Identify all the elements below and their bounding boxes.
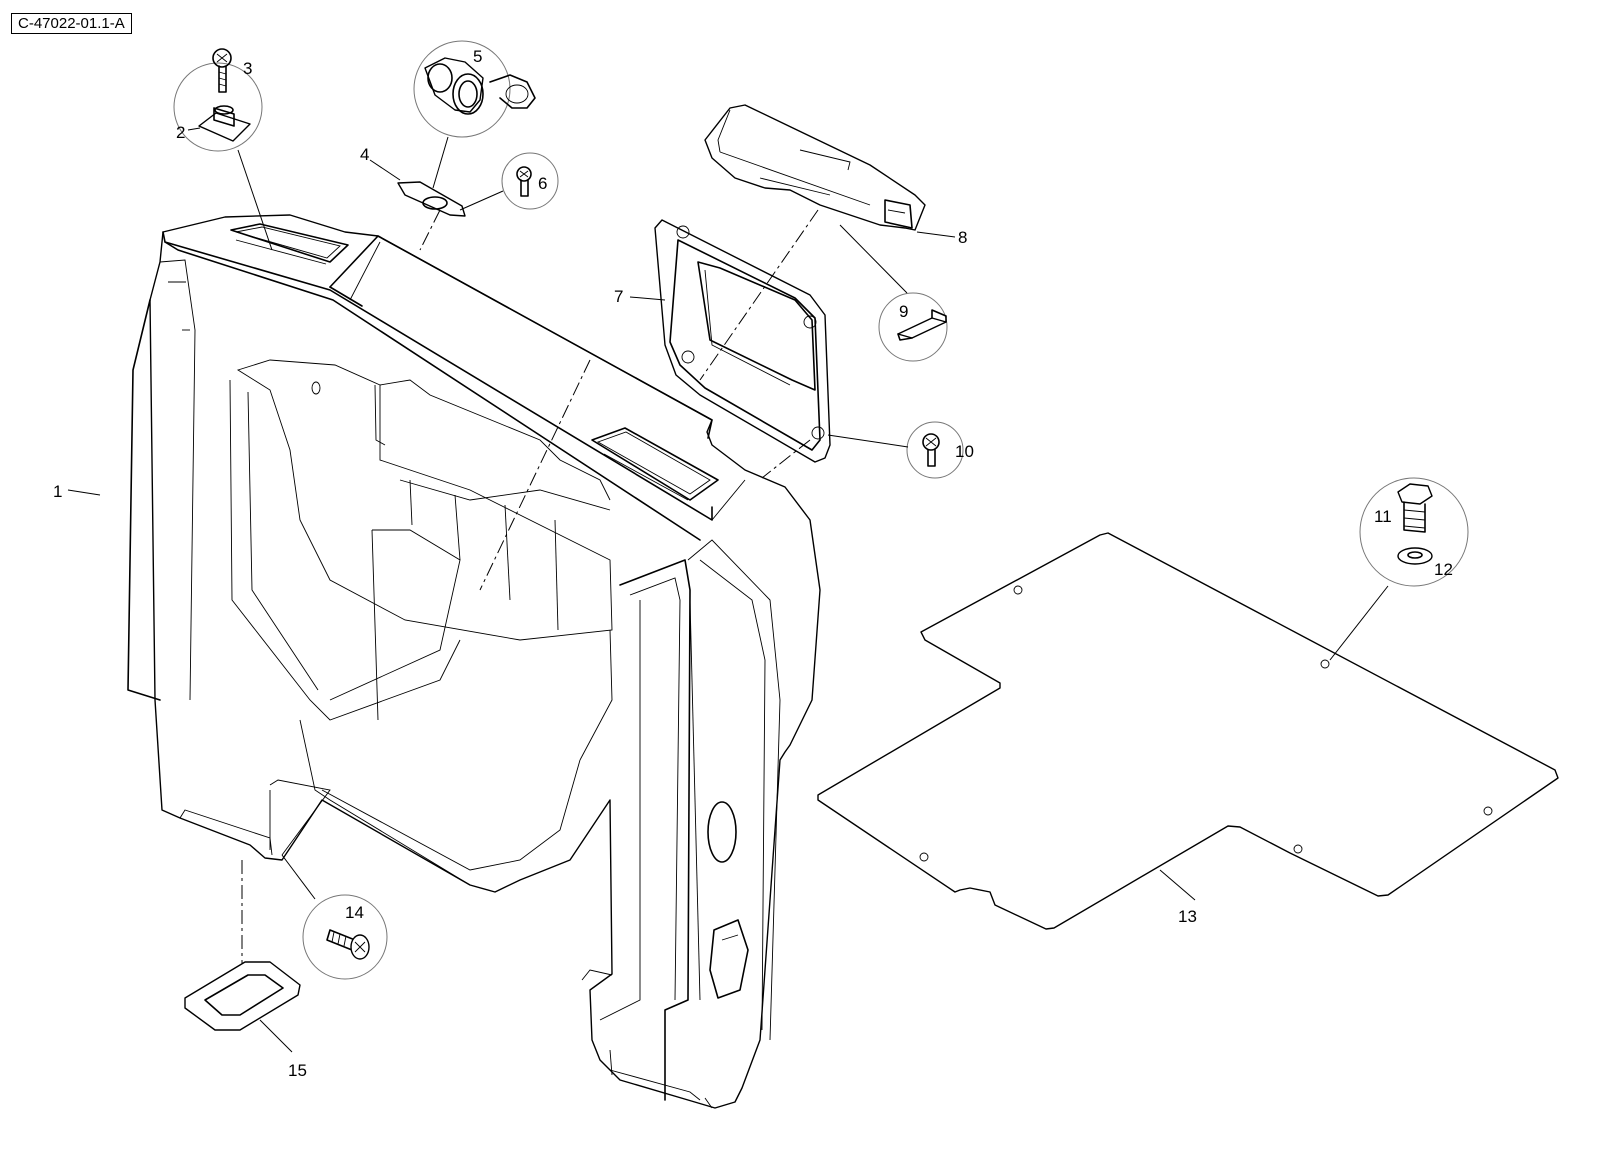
callout-14: 14 <box>345 903 364 922</box>
part-4-gasket[interactable] <box>397 181 466 217</box>
leader-lines <box>67 127 1389 1053</box>
drawing-reference-label: C-47022-01.1-A <box>11 13 132 34</box>
part-8-cover[interactable] <box>704 104 926 231</box>
callout-11: 11 <box>1374 507 1392 526</box>
part-15-grommet[interactable] <box>184 961 301 1031</box>
detail-circle-6 <box>501 152 559 210</box>
detail-circle-9 <box>878 292 948 362</box>
part-7-bezel[interactable] <box>654 219 831 463</box>
callout-7: 7 <box>614 287 623 306</box>
detail-circle-11-12 <box>1359 477 1469 587</box>
assembly-centerlines <box>241 209 819 980</box>
detail-circle-10 <box>906 421 964 479</box>
callout-6: 6 <box>538 174 547 193</box>
detail-circle-5 <box>413 40 536 138</box>
callout-12: 12 <box>1434 560 1453 579</box>
callout-15: 15 <box>288 1061 307 1080</box>
callout-8: 8 <box>958 228 967 247</box>
callout-5: 5 <box>473 47 482 66</box>
part-1-console-panel[interactable] <box>127 214 821 1109</box>
part-13-floor-mat[interactable] <box>817 532 1559 930</box>
callout-1: 1 <box>53 482 62 501</box>
callout-9: 9 <box>899 302 908 321</box>
callout-4: 4 <box>360 145 369 164</box>
detail-circle-14 <box>302 894 388 980</box>
callout-labels: 1 2 3 4 5 6 7 8 9 10 11 12 13 14 15 <box>53 47 1453 1080</box>
callout-2: 2 <box>176 123 185 142</box>
callout-13: 13 <box>1178 907 1197 926</box>
callout-3: 3 <box>243 59 252 78</box>
callout-10: 10 <box>955 442 974 461</box>
